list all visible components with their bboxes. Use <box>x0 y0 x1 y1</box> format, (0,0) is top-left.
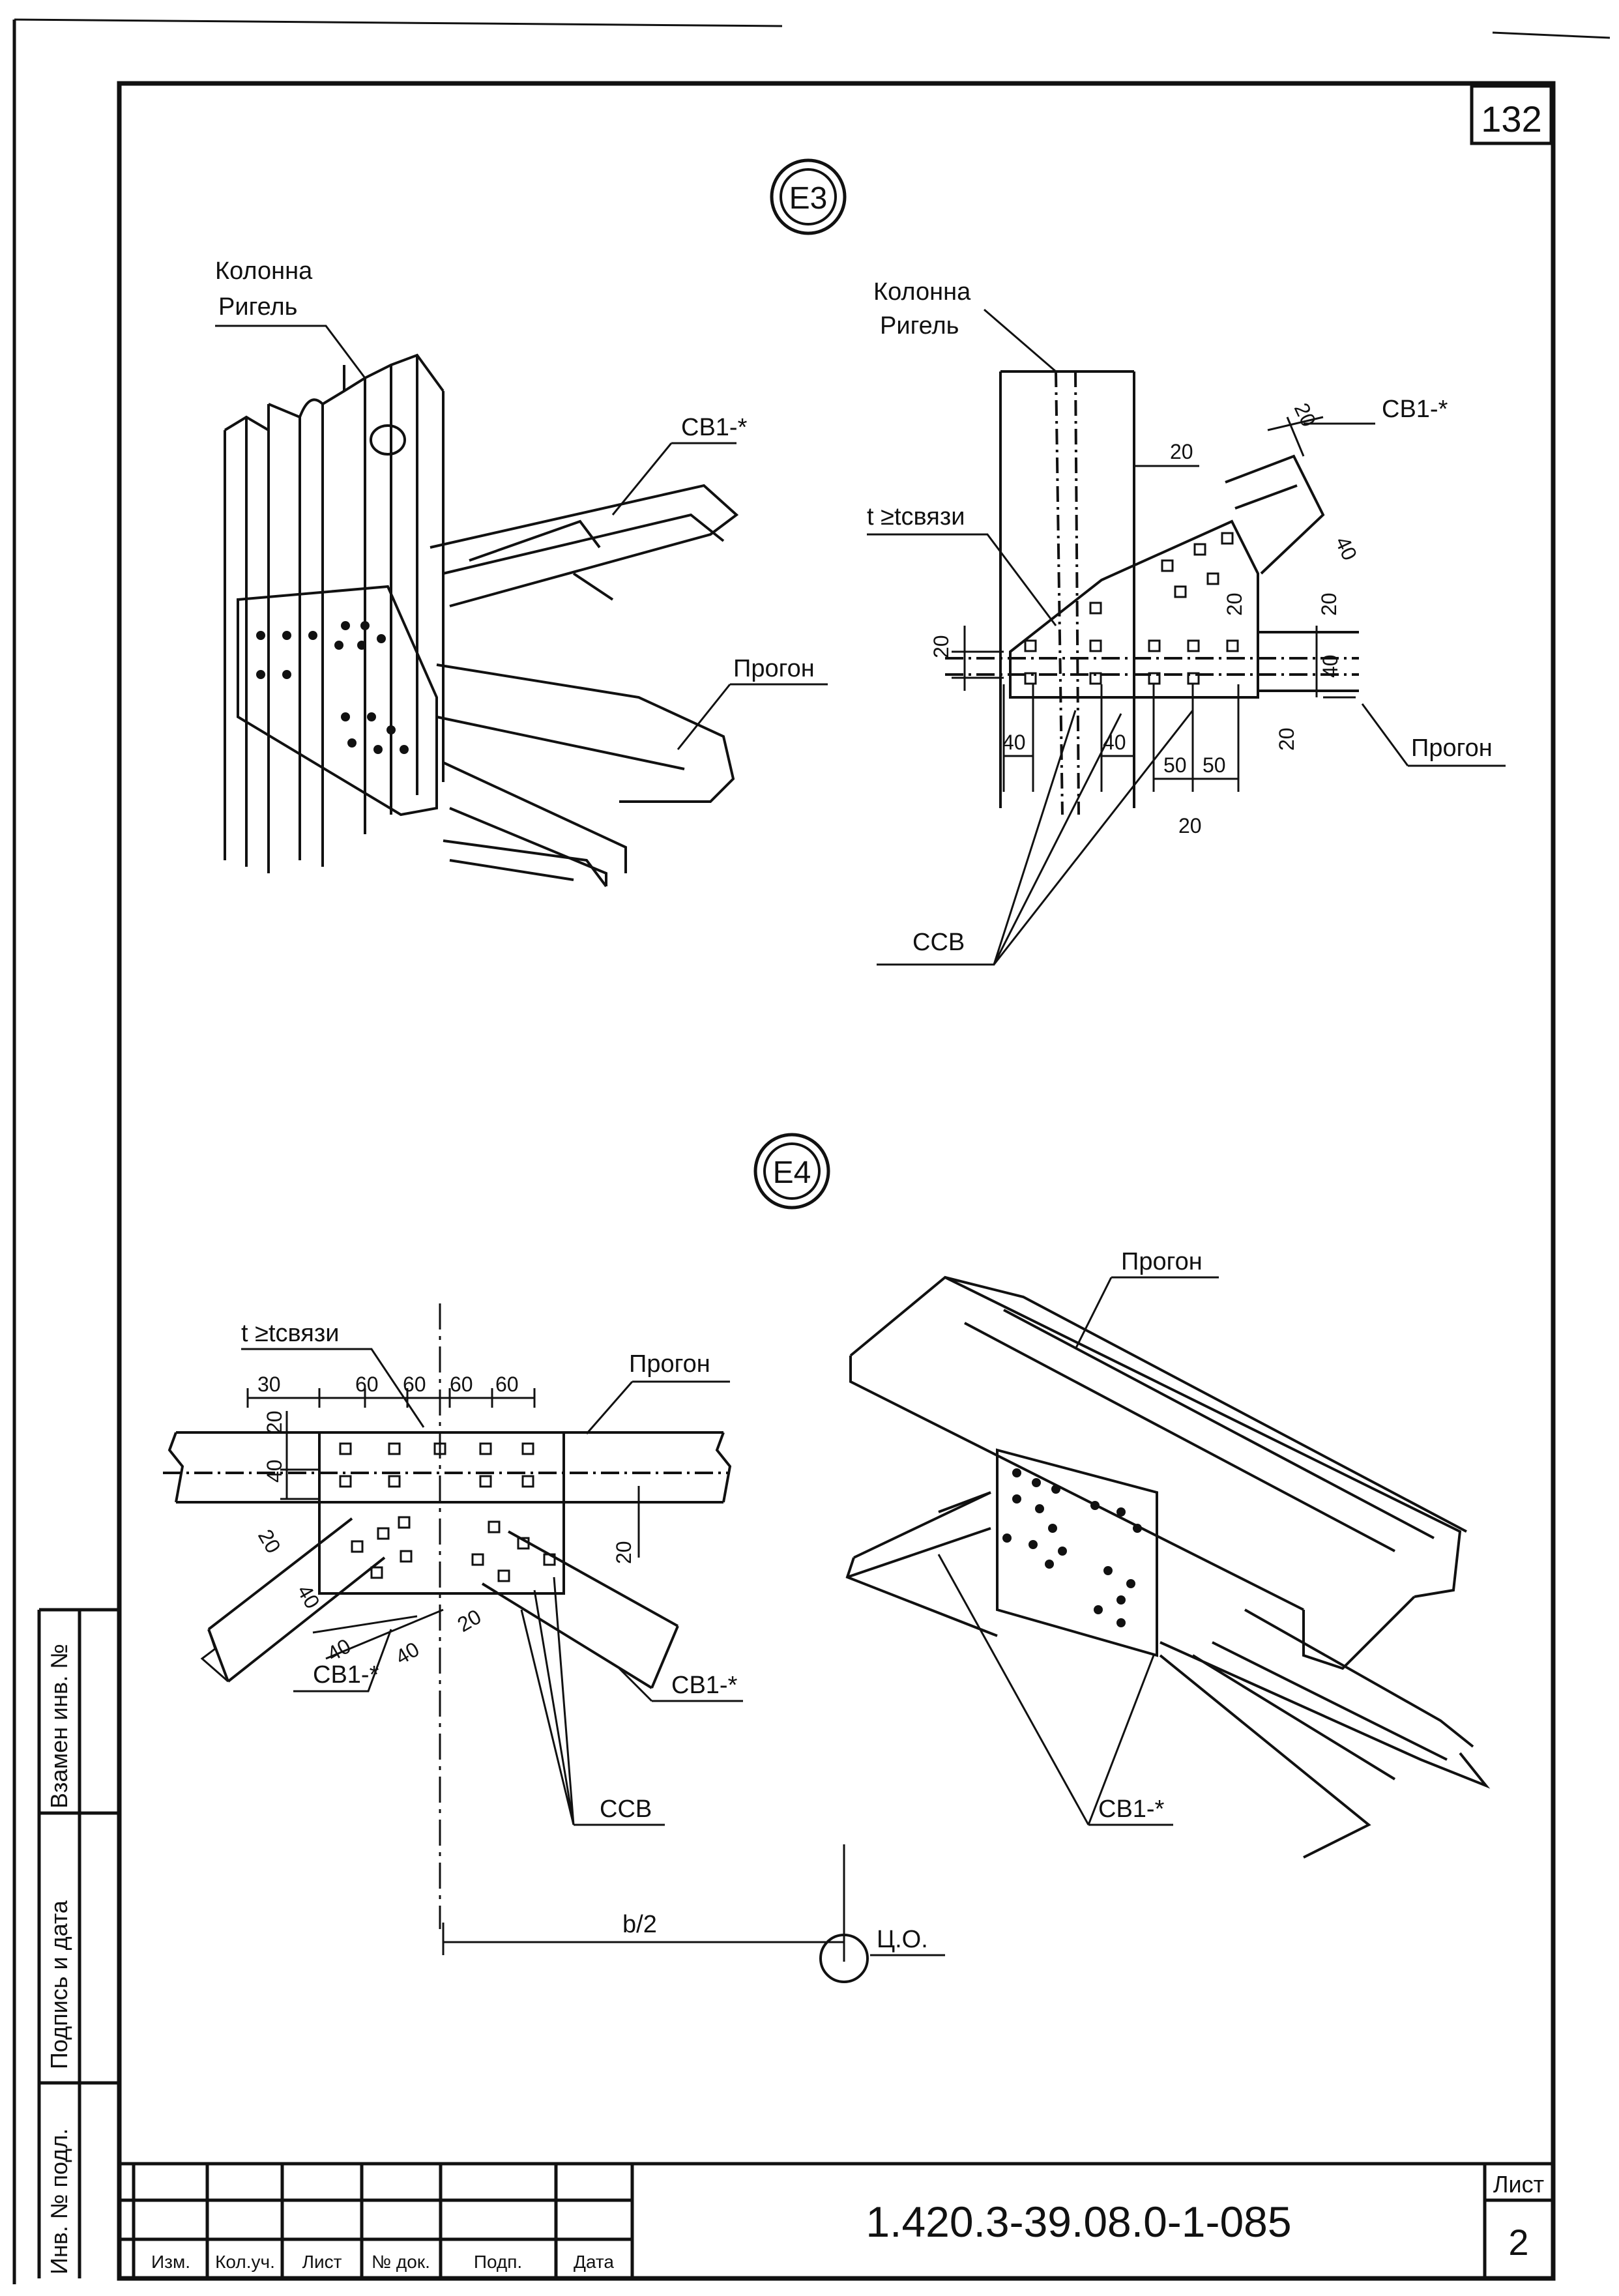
e3-dim-40-b: 40 <box>1103 731 1126 754</box>
e4-dim-40-a: 40 <box>263 1459 286 1483</box>
e3-plan-view <box>867 308 1506 966</box>
node-marker-e3-text: Е3 <box>789 181 828 216</box>
e4-dim-20-c: 20 <box>254 1526 285 1558</box>
e3-dim-40-diag: 40 <box>1331 533 1362 564</box>
stamp-sign-date: Подпись и дата <box>46 1900 72 2069</box>
title-block: Изм. Кол.уч. Лист № док. Подп. Дата 1.42… <box>119 2162 1553 2278</box>
e4-plan-thickness-note: t ≥tсвязи <box>241 1320 340 1347</box>
e4-dim-60-b: 60 <box>403 1373 426 1396</box>
tb-col-list: Лист <box>302 2252 342 2272</box>
document-code: 1.420.3-39.08.0-1-085 <box>866 2198 1291 2246</box>
e3-plan-column-label: Колонна <box>873 278 971 306</box>
e4-dim-20-a: 20 <box>263 1410 286 1434</box>
e4-dim-20-d: 20 <box>454 1605 486 1636</box>
tb-col-izm: Изм. <box>151 2252 190 2272</box>
e4-iso-bolts <box>1002 1468 1142 1627</box>
sheet-frame <box>12 18 1611 2284</box>
sheet-number: 2 <box>1508 2222 1528 2263</box>
e4-dim-60-a: 60 <box>355 1373 379 1396</box>
e3-plan-thickness-note: t ≥tсвязи <box>867 503 965 530</box>
e3-iso-bolts <box>256 621 409 754</box>
e4-plan-purlin-label: Прогон <box>629 1350 710 1378</box>
e4-plan-brace-left-label: СВ1-* <box>313 1661 379 1689</box>
e4-dim-20-b: 20 <box>612 1541 635 1564</box>
e4-plan-half-width: b/2 <box>622 1911 657 1938</box>
page-number: 132 <box>1481 98 1541 139</box>
e3-plan-girder-label: Ригель <box>880 312 959 340</box>
node-marker-e3: Е3 <box>770 158 847 235</box>
e3-dim-40-a: 40 <box>1002 731 1026 754</box>
e4-plan-axis-label: Ц.О. <box>877 1926 928 1953</box>
tb-col-date: Дата <box>574 2252 614 2272</box>
e4-dim-60-c: 60 <box>450 1373 473 1396</box>
e4-plan-bolt-label: ССВ <box>600 1795 652 1823</box>
tb-col-sign: Подп. <box>474 2252 522 2272</box>
page-number-box: 132 <box>1470 84 1553 145</box>
tb-col-doc: № док. <box>372 2252 430 2272</box>
stamp-replaced-inv: Взамен инв. № <box>46 1644 72 1809</box>
e4-dim-60-d: 60 <box>495 1373 519 1396</box>
e4-dim-40-d: 40 <box>392 1637 424 1669</box>
e3-dim-50-a: 50 <box>1163 753 1187 777</box>
e3-iso-column-label: Колонна <box>215 257 313 285</box>
e3-plan-brace-label: СВ1-* <box>1382 396 1448 423</box>
node-marker-e4: Е4 <box>753 1133 830 1210</box>
e3-plan-bolt-label: ССВ <box>912 929 965 956</box>
sheet-label: Лист <box>1493 2171 1544 2198</box>
e4-dim-30: 30 <box>257 1373 281 1396</box>
e3-plan-purlin-label: Прогон <box>1411 734 1493 762</box>
e3-dim-20-right: 20 <box>1317 592 1341 616</box>
e3-iso-girder-label: Ригель <box>218 293 297 321</box>
e3-dim-20-top: 20 <box>1170 440 1193 463</box>
e3-plan-bolts <box>1024 532 1239 685</box>
e4-iso-purlin-label: Прогон <box>1121 1248 1203 1275</box>
e3-dim-20-bottom: 20 <box>1178 814 1202 837</box>
e3-dim-20-lower: 20 <box>1275 727 1298 751</box>
e3-dim-20-brace: 20 <box>1223 592 1246 616</box>
e3-iso-view <box>215 325 828 888</box>
tb-col-kolvo: Кол.уч. <box>215 2252 275 2272</box>
e3-iso-brace-label: СВ1-* <box>681 414 748 441</box>
e3-dim-20-diag: 20 <box>1290 400 1321 430</box>
e4-plan-view <box>163 1303 945 1983</box>
e3-dim-20-left: 20 <box>929 635 953 658</box>
e4-plan-bolts <box>339 1442 556 1582</box>
side-stamp: Взамен инв. № Подпись и дата Инв. № подл… <box>37 1608 119 2278</box>
e3-dim-40-right: 40 <box>1319 654 1342 678</box>
e4-iso-brace-label: СВ1-* <box>1098 1795 1165 1823</box>
e4-plan-brace-right-label: СВ1-* <box>671 1672 738 1699</box>
e4-iso-view <box>845 1275 1491 1859</box>
node-marker-e4-text: Е4 <box>773 1155 811 1190</box>
stamp-inv-orig: Инв. № подл. <box>46 2129 72 2274</box>
e3-iso-purlin-label: Прогон <box>733 655 815 682</box>
e3-dim-50-b: 50 <box>1203 753 1226 777</box>
